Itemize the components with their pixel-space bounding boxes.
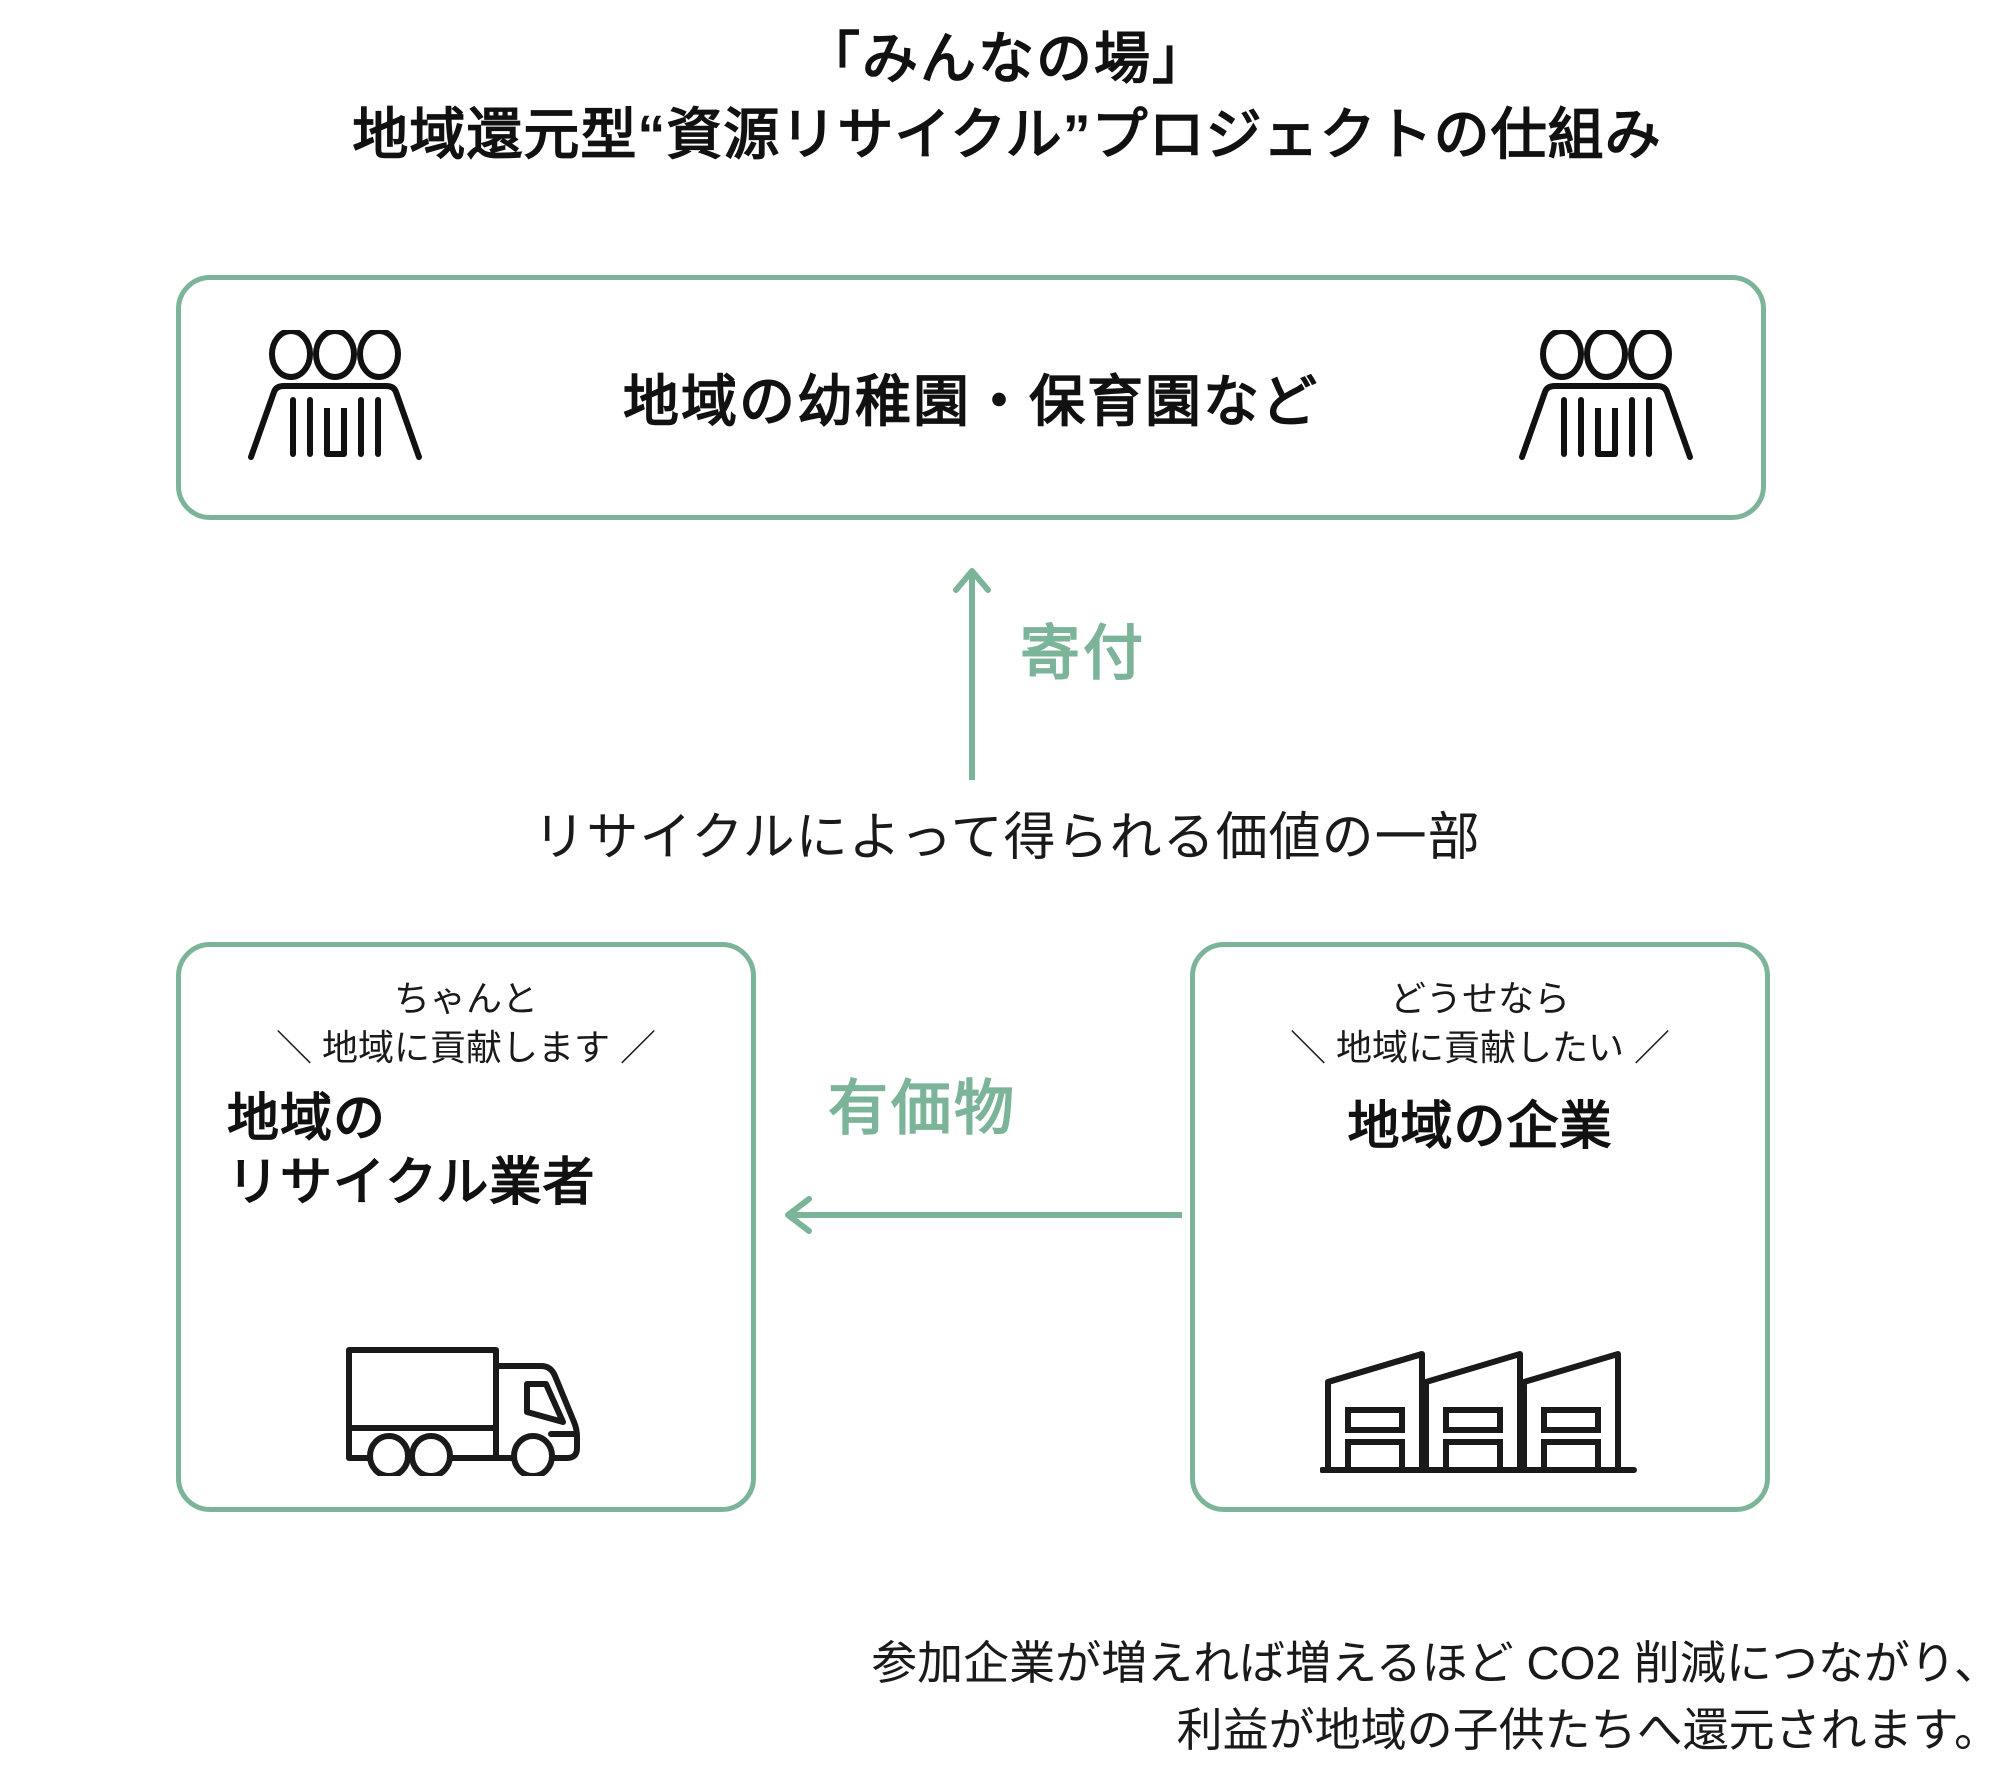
card-kindergartens-label: 地域の幼稚園・保育園など [623, 370, 1319, 433]
footer-line-2: 利益が地域の子供たちへ還元されます。 [1176, 1703, 2000, 1756]
middle-caption: リサイクルによって得られる価値の一部 [533, 809, 1481, 867]
card-recycler: ちゃんと ＼ 地域に貢献します ／ 地域の リサイクル業者 [176, 942, 756, 1512]
card-company-kicker-1: どうせなら [1389, 978, 1570, 1019]
footer-note: 参加企業が増えれば増えるほど CO2 削減につながり、 利益が地域の子供たちへ還… [600, 1630, 2000, 1763]
card-recycler-kicker-1: ちゃんと [393, 978, 538, 1019]
card-company-kicker-2: ＼ 地域に貢献したい ／ [1289, 1026, 1670, 1068]
arrow-up-icon [952, 565, 992, 783]
footer-line-1: 参加企業が増えれば増えるほど CO2 削減につながり、 [871, 1637, 2000, 1689]
arrow-left-icon [782, 1195, 1185, 1235]
card-company: どうせなら ＼ 地域に貢献したい ／ 地域の企業 [1190, 942, 1770, 1512]
card-kindergartens: 地域の幼稚園・保育園など [176, 275, 1766, 520]
card-recycler-title: 地域の リサイクル業者 [181, 1088, 595, 1215]
card-recycler-title-line-1: 地域の [227, 1090, 387, 1149]
card-recycler-kicker-2: ＼ 地域に貢献します ／ [275, 1026, 656, 1068]
page-title: 「みんなの場」 地域還元型“資源リサイクル”プロジェクトの仕組み [0, 24, 2014, 170]
card-recycler-title-line-2: リサイクル業者 [227, 1153, 596, 1212]
card-company-title: 地域の企業 [1347, 1096, 1612, 1159]
factory-icon [1319, 1346, 1640, 1481]
title-line-1: 「みんなの場」 [804, 27, 1210, 90]
people-group-icon [243, 328, 428, 465]
title-line-2: 地域還元型“資源リサイクル”プロジェクトの仕組み [352, 103, 1662, 166]
truck-icon [341, 1336, 591, 1481]
people-group-icon [1514, 328, 1699, 465]
valuables-flow-label: 有価物 [828, 1075, 1017, 1142]
card-company-title-line-1: 地域の企業 [1347, 1098, 1613, 1157]
donation-flow-label: 寄付 [1020, 620, 1146, 687]
